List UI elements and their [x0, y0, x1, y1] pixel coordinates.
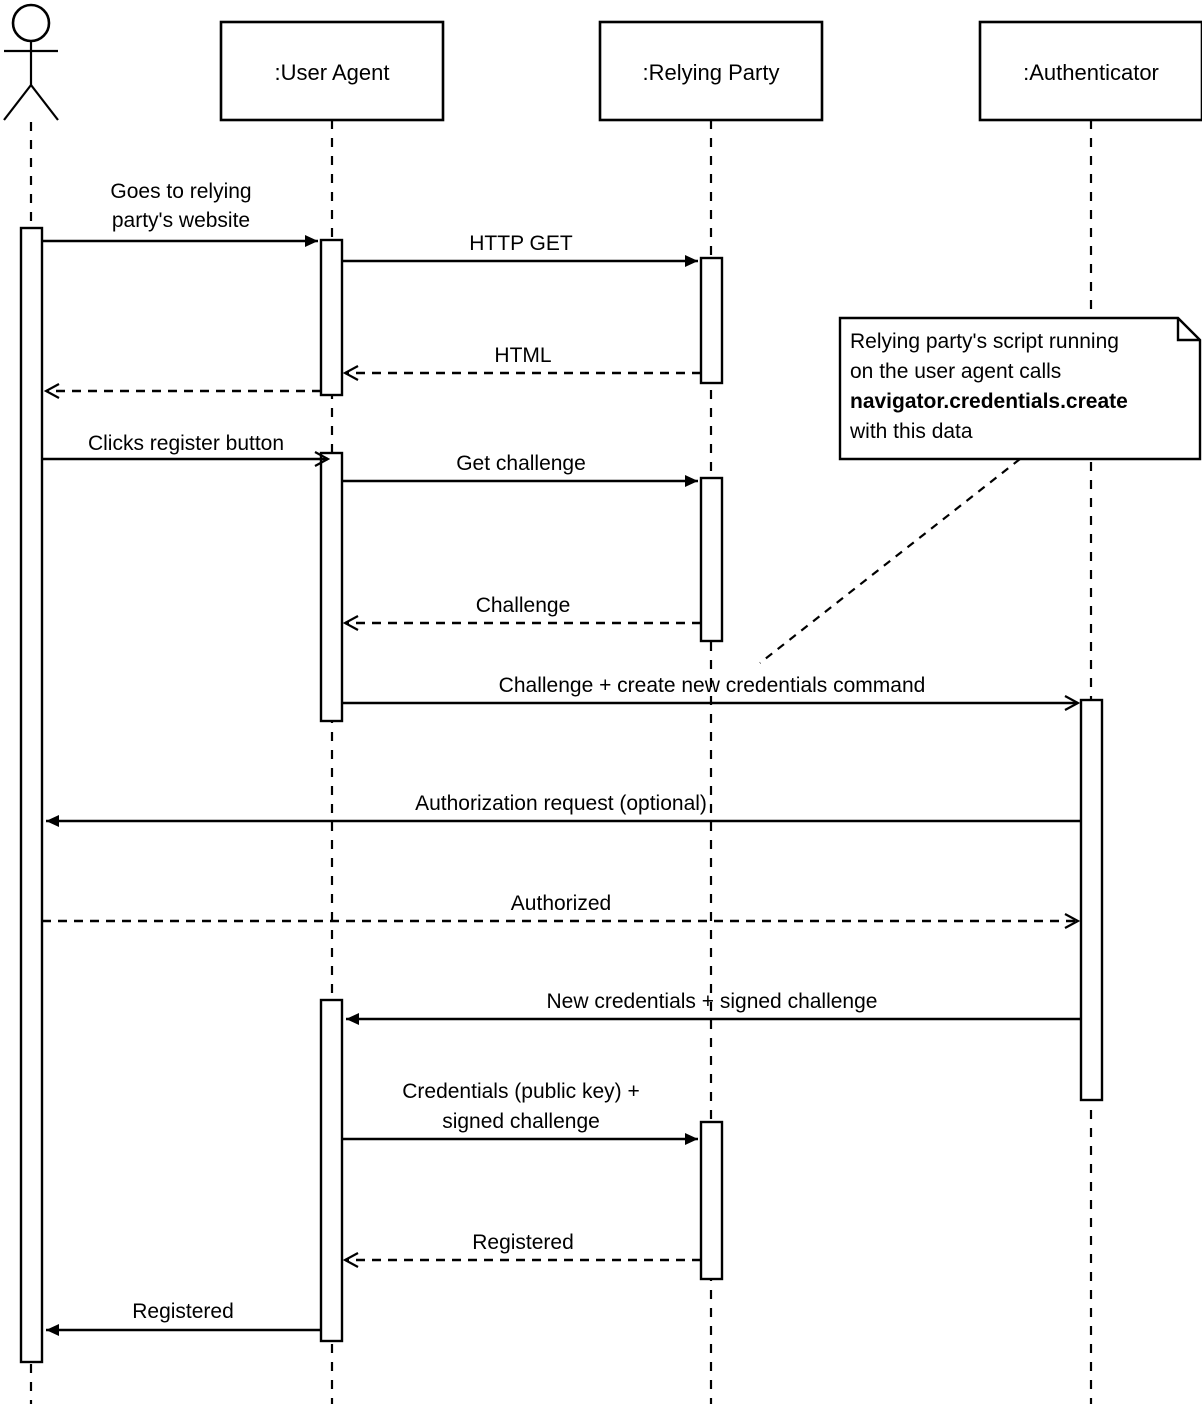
message-label: HTML	[494, 344, 551, 367]
participant-relying-party[interactable]: :Relying Party	[598, 20, 824, 1404]
message-authorization-request[interactable]: Authorization request (optional)	[46, 792, 1081, 827]
message-label: Clicks register button	[88, 432, 284, 455]
message-label: Challenge + create new credentials comma…	[499, 674, 926, 697]
participant-authenticator[interactable]: :Authenticator	[978, 20, 1202, 1404]
message-get-challenge[interactable]: Get challenge	[342, 452, 698, 487]
activation-relying-party-3	[699, 1120, 724, 1281]
message-label: HTTP GET	[469, 232, 573, 255]
message-label: Authorized	[511, 892, 611, 915]
message-authorized[interactable]: Authorized	[42, 892, 1078, 921]
message-clicks-register[interactable]: Clicks register button	[42, 432, 328, 459]
activation-relying-party-2	[699, 476, 724, 643]
activation-user-agent-1	[319, 238, 344, 397]
note-body	[838, 316, 1202, 461]
message-label: Registered	[132, 1300, 234, 1323]
note-connector-line	[759, 458, 1021, 664]
message-challenge[interactable]: Challenge	[345, 594, 701, 623]
message-label-line1: Goes to relying	[110, 180, 251, 203]
message-label: Challenge	[476, 594, 571, 617]
activation-user-agent-2	[319, 451, 344, 723]
activation-user-agent-3	[319, 998, 344, 1343]
actor-head-icon	[11, 3, 51, 43]
note-line-3: navigator.credentials.create	[850, 390, 1128, 413]
activation-bars	[19, 226, 1104, 1364]
user-agent-label: :User Agent	[275, 60, 390, 85]
activation-actor	[19, 226, 44, 1364]
note-line-2: on the user agent calls	[850, 360, 1061, 383]
message-label-line1: Credentials (public key) +	[402, 1080, 640, 1103]
activation-relying-party-1	[699, 256, 724, 385]
message-label: Get challenge	[456, 452, 586, 475]
message-html[interactable]: HTML	[345, 344, 701, 373]
relying-party-label: :Relying Party	[643, 60, 780, 85]
note-line-4: with this data	[849, 420, 973, 443]
authenticator-label: :Authenticator	[1023, 60, 1159, 85]
message-registered-ua[interactable]: Registered	[46, 1300, 321, 1336]
actor-leg-left	[3, 84, 32, 121]
note-annotation[interactable]: Relying party's script running on the us…	[759, 316, 1202, 664]
message-label: New credentials + signed challenge	[547, 990, 878, 1013]
message-label-line2: signed challenge	[442, 1110, 600, 1133]
message-challenge-create-credentials[interactable]: Challenge + create new credentials comma…	[342, 674, 1078, 703]
user-agent-box	[219, 20, 445, 122]
message-label-line2: party's website	[112, 209, 250, 232]
activation-authenticator-1	[1079, 698, 1104, 1102]
message-label: Registered	[472, 1231, 574, 1254]
message-goes-to-website[interactable]: Goes to relying party's website	[42, 180, 318, 247]
message-credentials-public-key[interactable]: Credentials (public key) + signed challe…	[342, 1080, 698, 1145]
message-http-get[interactable]: HTTP GET	[342, 232, 698, 267]
message-label: Authorization request (optional)	[415, 792, 707, 815]
note-line-1: Relying party's script running	[850, 330, 1119, 353]
message-new-credentials[interactable]: New credentials + signed challenge	[346, 990, 1081, 1025]
actor-leg-right	[30, 84, 59, 121]
note-fold-corner-icon	[1176, 318, 1200, 342]
message-registered-rp[interactable]: Registered	[345, 1231, 701, 1260]
